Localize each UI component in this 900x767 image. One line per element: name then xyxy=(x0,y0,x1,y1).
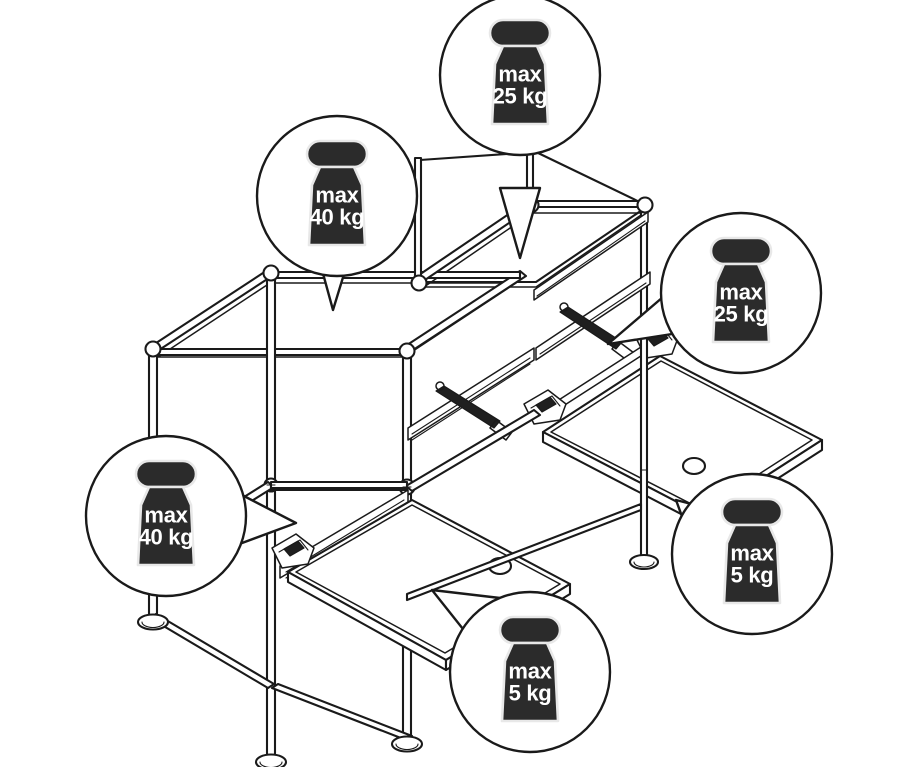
weight-icon xyxy=(720,497,784,605)
right-bay-slide-rails xyxy=(535,271,651,362)
weight-icon xyxy=(305,139,369,247)
lower-shelf-rails xyxy=(269,408,542,493)
base-frame xyxy=(148,612,414,742)
callout-lower-tray-front[interactable] xyxy=(430,588,612,754)
feet xyxy=(136,613,424,767)
weight-icon xyxy=(709,236,773,344)
right-rear-post xyxy=(628,326,660,571)
callout-top-shelf[interactable] xyxy=(438,0,602,260)
callout-left-frame[interactable] xyxy=(84,434,298,598)
weight-icon xyxy=(488,18,552,126)
weight-icon xyxy=(498,615,562,723)
callout-left-top-shelf[interactable] xyxy=(255,114,419,312)
mid-to-right-bottom-rail xyxy=(405,502,643,602)
callout-upper-tray[interactable] xyxy=(606,211,823,375)
middle-bay-slide-rails xyxy=(407,347,535,441)
weight-icon xyxy=(134,459,198,567)
callout-upper-tray-front[interactable] xyxy=(670,472,834,636)
upper-pullout-tray-assembly xyxy=(533,211,649,301)
lower-tray-slide-bracket xyxy=(271,533,315,569)
